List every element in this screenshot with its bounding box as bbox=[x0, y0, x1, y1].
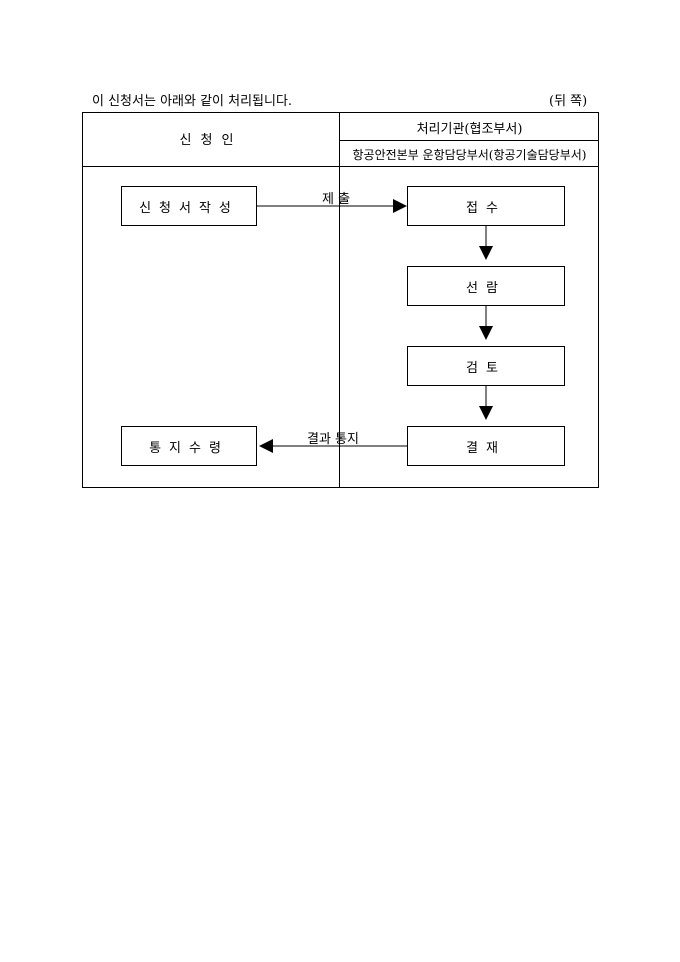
result-notice-label: 결과 통지 bbox=[307, 432, 359, 447]
box-write-application: 신청서작성 bbox=[121, 186, 257, 226]
subheader-divider bbox=[340, 140, 599, 141]
box-approval: 결재 bbox=[407, 426, 565, 466]
intro-text: 이 신청서는 아래와 같이 처리됩니다. bbox=[92, 94, 293, 109]
header-divider bbox=[83, 166, 598, 167]
result-arrowhead bbox=[259, 439, 273, 453]
box-perusal: 선람 bbox=[407, 266, 565, 306]
applicant-header: 신청인 bbox=[179, 133, 243, 148]
arrowhead-2 bbox=[479, 326, 493, 340]
box-receipt: 접수 bbox=[407, 186, 565, 226]
arrowhead-1 bbox=[479, 246, 493, 260]
office-header: 처리기관(협조부서) bbox=[416, 122, 523, 137]
office-subheader: 항공안전본부 운항담당부서(항공기술담당부서) bbox=[352, 148, 587, 162]
submit-arrowhead bbox=[393, 199, 407, 213]
box-receive-notice: 통지수령 bbox=[121, 426, 257, 466]
box-review: 검토 bbox=[407, 346, 565, 386]
column-divider bbox=[339, 113, 340, 487]
submit-label: 제 출 bbox=[322, 192, 351, 207]
arrowhead-3 bbox=[479, 406, 493, 420]
flow-table: 신청인 처리기관(협조부서) 항공안전본부 운항담당부서(항공기술담당부서) bbox=[82, 112, 599, 488]
side-label: (뒤 쪽) bbox=[549, 94, 588, 109]
